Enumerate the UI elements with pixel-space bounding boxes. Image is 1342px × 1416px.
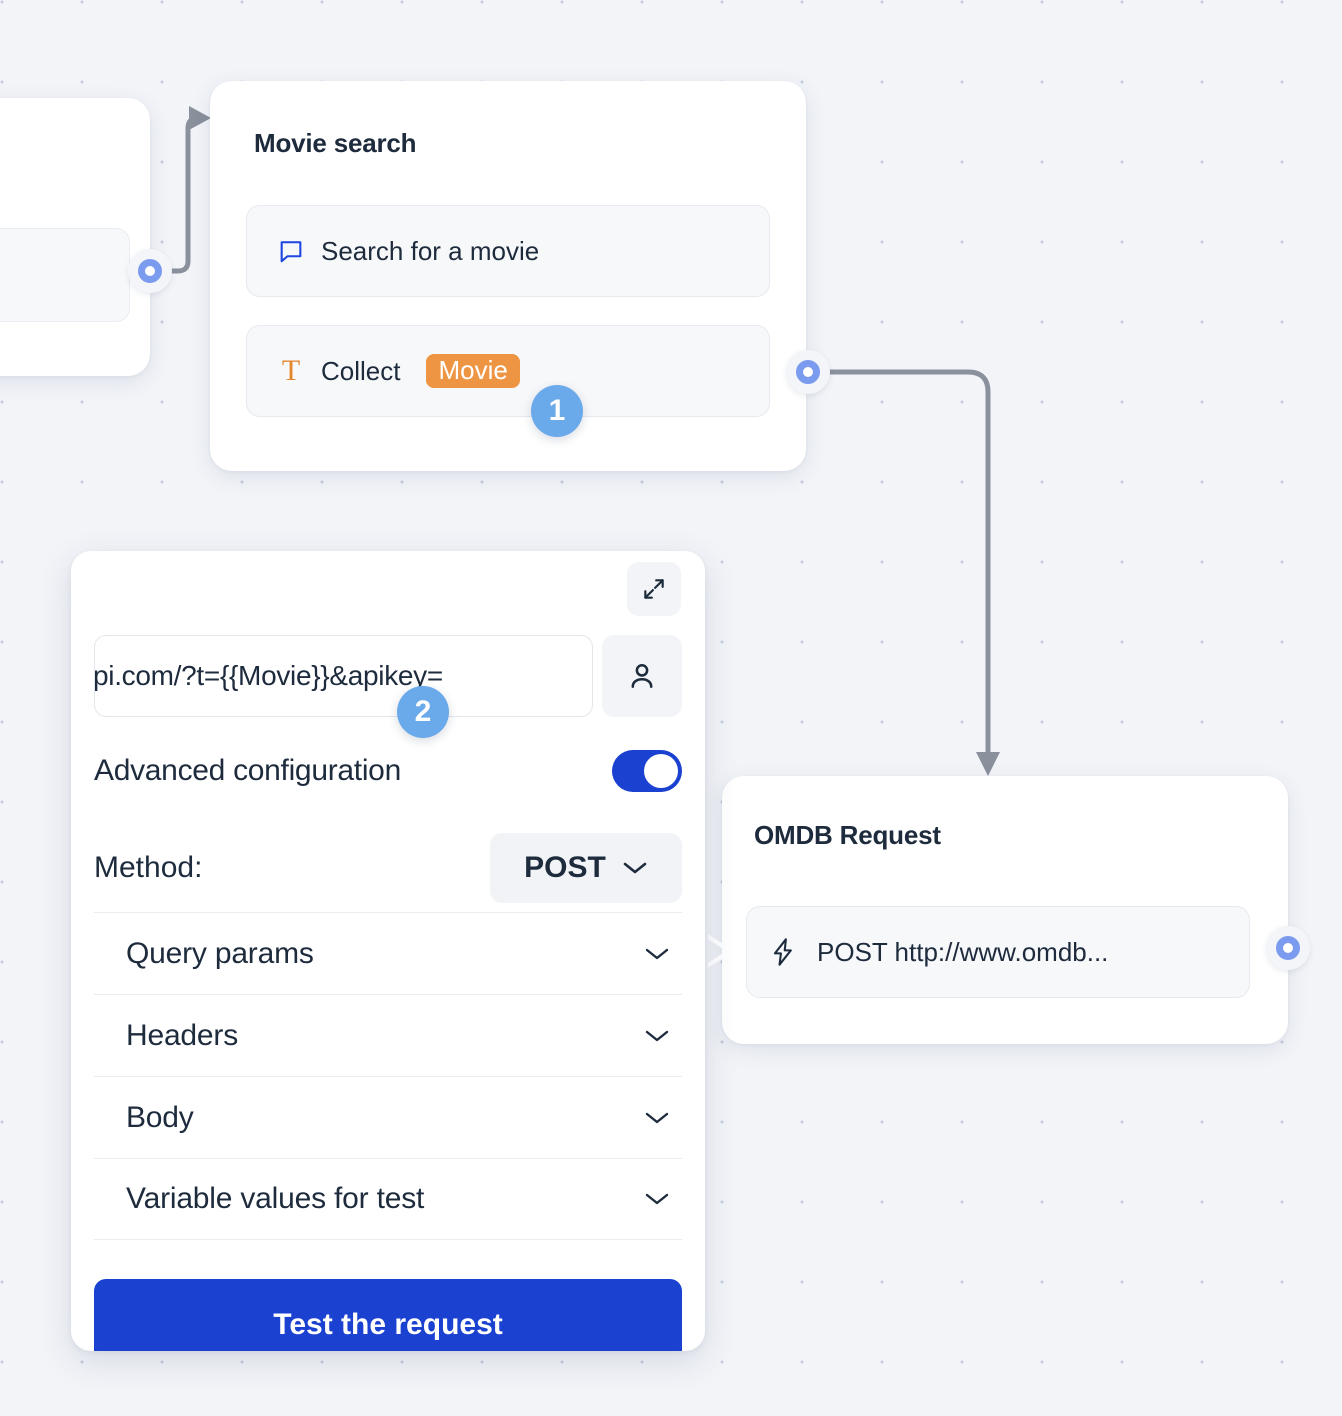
accordion-label: Headers — [126, 1018, 238, 1052]
edge-movie-to-omdb — [827, 369, 991, 759]
step-marker-1: 1 — [531, 385, 583, 437]
method-row: Method: POST — [94, 833, 682, 903]
node-omdb-request-title: OMDB Request — [754, 820, 941, 850]
node-omdb-request[interactable]: OMDB Request POST http://www.omdb... — [708, 776, 1288, 1044]
output-handle-previous[interactable] — [128, 249, 172, 293]
node-row-label: Collect — [321, 355, 401, 386]
edge-prev-to-movie — [169, 115, 199, 274]
request-url-input[interactable]: pi.com/?t={{Movie}}&apikey= — [94, 635, 593, 717]
chat-bubble-icon — [280, 241, 302, 263]
test-the-request-button[interactable]: Test the request — [94, 1279, 682, 1351]
accordion-item-query-params[interactable]: Query params — [94, 912, 682, 994]
accordion-label: Query params — [126, 936, 314, 970]
chevron-down-icon — [623, 862, 647, 874]
config-accordion: Query params Headers Body Variable value… — [94, 912, 682, 1240]
accordion-item-variable-values-for-test[interactable]: Variable values for test — [94, 1158, 682, 1240]
input-notch-icon — [708, 934, 734, 968]
node-row-collect-movie[interactable]: T Collect Movie — [246, 325, 770, 417]
node-row-omdb-post[interactable]: POST http://www.omdb... — [746, 906, 1250, 998]
step-marker-2: 2 — [397, 686, 449, 738]
method-select[interactable]: POST — [490, 833, 682, 903]
accordion-label: Variable values for test — [126, 1182, 425, 1215]
chevron-down-icon — [645, 1112, 669, 1123]
chevron-down-icon — [645, 1030, 669, 1041]
request-url-value: pi.com/?t={{Movie}}&apikey= — [94, 660, 443, 691]
url-row: pi.com/?t={{Movie}}&apikey= — [94, 635, 682, 717]
chevron-down-icon — [645, 948, 669, 959]
previous-node-partial[interactable] — [0, 98, 150, 376]
method-label: Method: — [94, 851, 203, 884]
person-icon — [631, 663, 653, 688]
advanced-configuration-label: Advanced configuration — [94, 754, 401, 787]
accordion-label: Body — [126, 1100, 194, 1134]
accordion-item-body[interactable]: Body — [94, 1076, 682, 1158]
previous-node-row[interactable] — [0, 228, 130, 322]
expand-panel-button[interactable] — [627, 562, 681, 616]
node-row-label: POST http://www.omdb... — [817, 936, 1109, 967]
node-row-search-for-a-movie[interactable]: Search for a movie — [246, 205, 770, 297]
node-row-label: Search for a movie — [321, 235, 540, 266]
expand-diagonal-icon — [644, 579, 664, 599]
text-t-icon: T — [281, 354, 301, 387]
output-handle-movie-search[interactable] — [786, 350, 830, 394]
node-movie-search-title: Movie search — [254, 128, 417, 158]
method-selected-value: POST — [524, 851, 606, 884]
advanced-configuration-row: Advanced configuration — [94, 741, 682, 801]
lightning-bolt-icon — [773, 938, 792, 966]
request-config-panel[interactable]: pi.com/?t={{Movie}}&apikey= Advanced con… — [71, 551, 705, 1351]
output-handle-omdb-request[interactable] — [1266, 926, 1310, 970]
auth-user-button[interactable] — [602, 635, 682, 717]
accordion-item-headers[interactable]: Headers — [94, 994, 682, 1076]
variable-badge-movie[interactable]: Movie — [426, 354, 520, 388]
edge-arrow-into-movie — [189, 106, 211, 130]
advanced-configuration-toggle[interactable] — [612, 750, 682, 792]
node-movie-search[interactable]: Movie search Search for a movie T Collec… — [210, 81, 806, 471]
edge-arrow-into-omdb — [976, 752, 1000, 776]
chevron-down-icon — [645, 1193, 669, 1205]
